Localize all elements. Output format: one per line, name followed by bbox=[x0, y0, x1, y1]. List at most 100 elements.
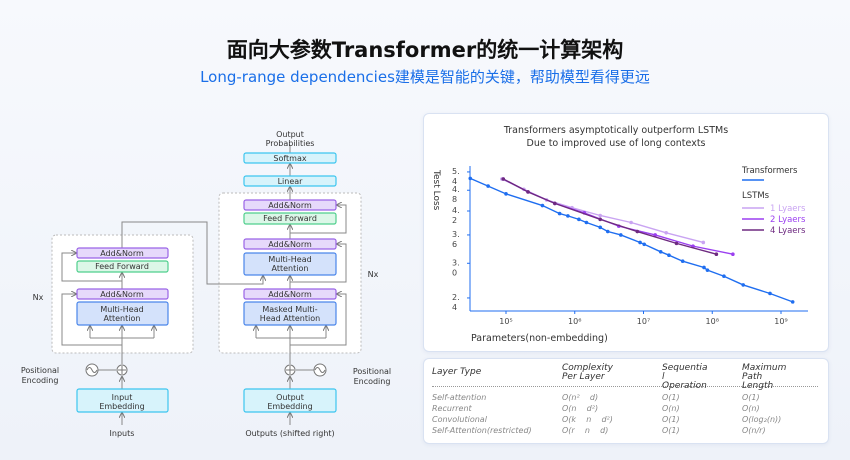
table-cell: O(1) bbox=[742, 393, 760, 402]
data-point bbox=[702, 265, 706, 270]
chart-title-line2: Due to improved use of long contexts bbox=[527, 138, 706, 149]
table-cell: O(n d²) bbox=[562, 404, 599, 413]
output-embedding-line2: Embedding bbox=[267, 402, 312, 411]
legend-transformers: Transformers bbox=[741, 166, 798, 176]
table-cell: O(n/r) bbox=[742, 426, 766, 435]
enc-pos-enc-line1: Positional bbox=[21, 366, 59, 375]
table-header: Sequentia bbox=[662, 363, 708, 373]
table-header: Operation bbox=[662, 381, 707, 391]
y-tick-label-a: 3. bbox=[452, 230, 460, 239]
table-cell: O(n) bbox=[742, 404, 760, 413]
table-header: Layer Type bbox=[432, 367, 482, 377]
enc-mha-line1: Multi-Head bbox=[100, 305, 143, 314]
table-header: l bbox=[662, 372, 665, 382]
dec-add-norm-1: Add&Norm bbox=[268, 290, 312, 299]
data-point bbox=[577, 217, 581, 222]
data-point bbox=[722, 274, 726, 279]
data-point bbox=[584, 220, 589, 225]
dec-mha-line2: Attention bbox=[272, 264, 309, 273]
y-tick-label-b: 0 bbox=[452, 268, 457, 277]
chart-panel bbox=[423, 113, 829, 352]
x-tick-label: 10⁸ bbox=[706, 317, 719, 326]
x-tick-label: 10⁷ bbox=[637, 317, 650, 326]
table-cell: O(n² d) bbox=[562, 393, 599, 402]
dec-mha-line1: Multi-Head bbox=[268, 255, 311, 264]
data-point bbox=[638, 240, 642, 245]
data-point bbox=[642, 242, 646, 247]
data-point bbox=[658, 249, 663, 254]
data-point bbox=[598, 225, 602, 230]
output-prob-line2: Probabilities bbox=[266, 139, 315, 148]
y-tick-label-a: 4. bbox=[452, 185, 460, 194]
data-point bbox=[553, 201, 557, 206]
output-prob-line1: Output bbox=[276, 130, 304, 139]
table-header: Path bbox=[742, 372, 763, 382]
table-cell: O(1) bbox=[662, 393, 680, 402]
legend-item: 4 Lyaers bbox=[770, 226, 806, 236]
y-tick-label-b: 4 bbox=[452, 303, 457, 312]
data-point bbox=[674, 241, 679, 246]
enc-pos-enc-line2: Encoding bbox=[22, 376, 59, 385]
data-point bbox=[598, 217, 602, 222]
data-point bbox=[557, 211, 562, 216]
table-cell: Convolutional bbox=[432, 415, 487, 424]
dec-pos-enc-line2: Encoding bbox=[354, 377, 391, 386]
data-point bbox=[705, 268, 710, 272]
dec-pos-enc-line1: Positional bbox=[353, 367, 391, 376]
chart-ylabel: Test Loss bbox=[431, 169, 441, 211]
linear-label: Linear bbox=[278, 177, 304, 186]
x-tick-label: 10⁵ bbox=[499, 317, 512, 326]
y-tick-label-b: 4 bbox=[452, 177, 457, 186]
data-point bbox=[680, 259, 685, 264]
chart-title-line1: Transformers asymptotically outperform L… bbox=[503, 125, 728, 136]
data-point bbox=[635, 229, 640, 234]
table-cell: Self-attention bbox=[432, 393, 487, 402]
legend-item: 1 Lyaers bbox=[770, 204, 806, 214]
data-point bbox=[731, 252, 735, 257]
table-cell: Self-Attention(restricted) bbox=[432, 426, 532, 435]
table-cell: O(k n d²) bbox=[562, 415, 613, 424]
data-point bbox=[501, 177, 506, 181]
data-point bbox=[598, 213, 602, 218]
masked-mha-line2: Head Attention bbox=[260, 314, 320, 323]
enc-add-norm-1: Add&Norm bbox=[100, 290, 144, 299]
encoder-nx: Nx bbox=[33, 293, 44, 302]
data-point bbox=[468, 176, 473, 181]
data-point bbox=[667, 253, 671, 258]
legend-item: 2 Lyaers bbox=[770, 215, 806, 225]
y-tick-label-b: 2 bbox=[452, 216, 457, 225]
enc-add-norm-2: Add&Norm bbox=[100, 249, 144, 258]
table-cell: O(log₂(n)) bbox=[742, 415, 782, 424]
input-embedding-line2: Embedding bbox=[99, 402, 144, 411]
data-point bbox=[768, 291, 772, 296]
y-tick-label-a: 3. bbox=[452, 258, 460, 267]
y-tick-label-a: 2. bbox=[452, 293, 460, 302]
data-point bbox=[566, 214, 570, 218]
table-divider bbox=[432, 386, 818, 387]
table-header: Length bbox=[742, 381, 774, 391]
y-tick-label-b: 8 bbox=[452, 195, 457, 204]
y-tick-label-b: 6 bbox=[452, 240, 457, 249]
data-point bbox=[664, 230, 668, 235]
softmax-label: Softmax bbox=[273, 154, 306, 163]
table-header: Maximum bbox=[742, 363, 787, 373]
outputs-label: Outputs (shifted right) bbox=[245, 429, 334, 438]
data-point bbox=[741, 283, 745, 287]
table-cell: Recurrent bbox=[432, 404, 472, 413]
data-point bbox=[653, 233, 657, 237]
data-point bbox=[619, 233, 623, 237]
table-cell: O(1) bbox=[662, 415, 680, 424]
x-tick-label: 10⁹ bbox=[774, 317, 787, 326]
output-embedding-line1: Output bbox=[276, 393, 304, 402]
decoder-nx: Nx bbox=[368, 270, 379, 279]
transformer-diagram: Add&Norm Feed Forward Add&Norm Multi-Hea… bbox=[21, 130, 391, 438]
enc-mha-line2: Attention bbox=[104, 314, 141, 323]
data-point bbox=[486, 184, 490, 188]
input-embedding-line1: Input bbox=[112, 393, 133, 402]
dec-add-norm-2: Add&Norm bbox=[268, 240, 312, 249]
dec-add-norm-3: Add&Norm bbox=[268, 201, 312, 210]
data-point bbox=[714, 252, 719, 257]
data-point bbox=[790, 300, 795, 304]
table-header: Complexity bbox=[562, 363, 613, 373]
